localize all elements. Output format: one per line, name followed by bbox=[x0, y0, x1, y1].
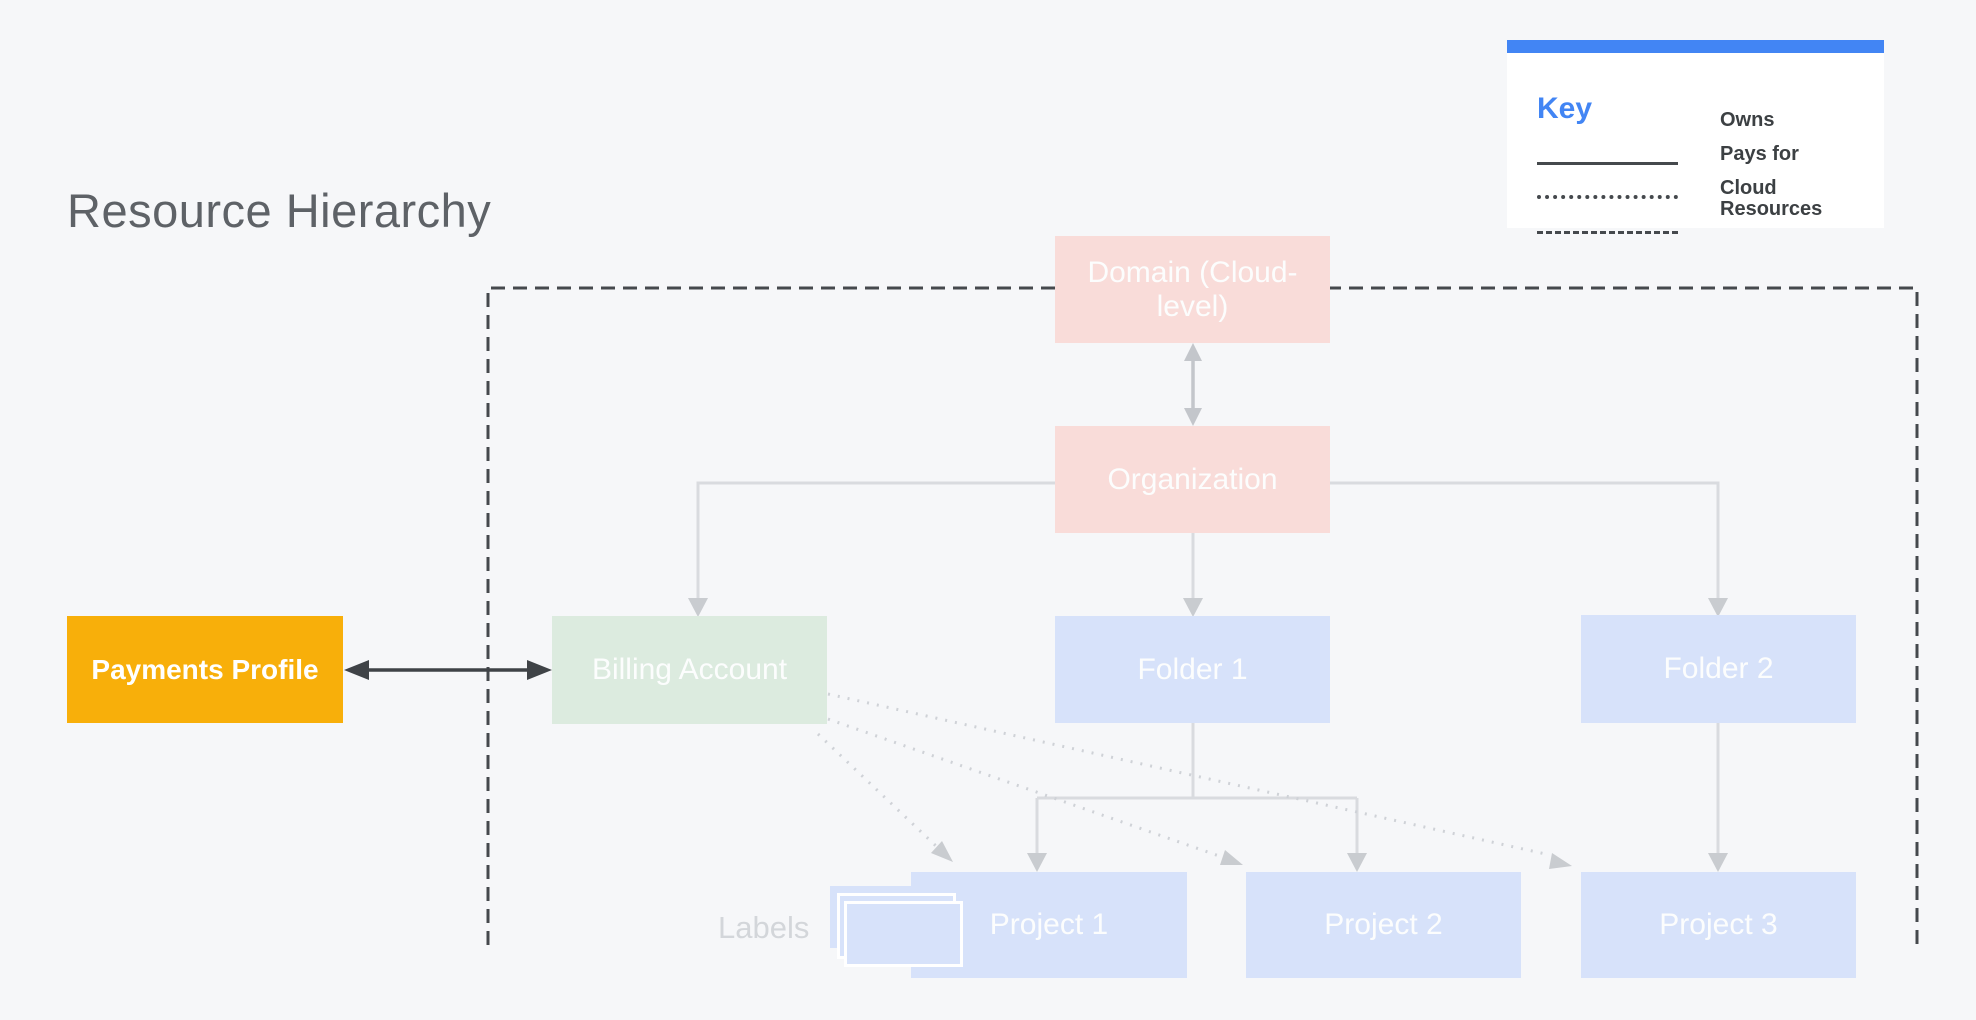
node-project-3: Project 3 bbox=[1581, 872, 1856, 978]
node-folder-2: Folder 2 bbox=[1581, 615, 1856, 723]
pays-for-arrowheads bbox=[931, 841, 1572, 869]
owns-arrowheads bbox=[688, 598, 1728, 872]
node-organization: Organization bbox=[1055, 426, 1330, 533]
node-domain: Domain (Cloud-level) bbox=[1055, 236, 1330, 343]
labels-caption: Labels bbox=[718, 910, 810, 945]
node-billing-account: Billing Account bbox=[552, 616, 827, 724]
labels-stacked-cards-icon bbox=[830, 886, 970, 978]
stacked-card-front bbox=[844, 901, 963, 967]
legend-solid-line-sample bbox=[1537, 162, 1678, 165]
legend-panel: Key Owns Pays for Cloud Resources bbox=[1507, 40, 1884, 234]
legend-accent-bar bbox=[1507, 40, 1884, 53]
pays-for-dotted-lines bbox=[816, 692, 1551, 859]
legend-label-cloud-resources: Cloud Resources bbox=[1720, 177, 1823, 220]
node-folder-1: Folder 1 bbox=[1055, 616, 1330, 723]
legend-dashed-line-sample bbox=[1537, 231, 1678, 234]
domain-organization-double-arrow bbox=[1184, 343, 1202, 426]
page-title: Resource Hierarchy bbox=[67, 184, 492, 237]
node-payments-profile: Payments Profile bbox=[67, 616, 343, 723]
node-project-2: Project 2 bbox=[1246, 872, 1521, 978]
legend-dotted-line-sample bbox=[1537, 195, 1678, 199]
payments-billing-double-arrow bbox=[344, 660, 552, 680]
legend-title: Key bbox=[1537, 92, 1593, 125]
owns-connectors bbox=[696, 481, 1720, 856]
legend-label-pays-for: Pays for bbox=[1720, 143, 1799, 165]
legend-label-owns: Owns bbox=[1720, 109, 1775, 131]
